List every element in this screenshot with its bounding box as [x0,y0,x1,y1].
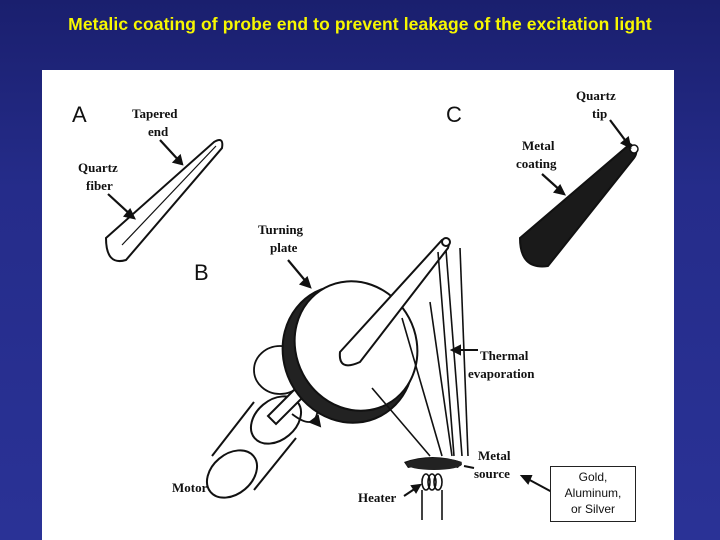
arrow-thermal-evaporation [449,344,478,356]
arrow-turning-plate [287,259,312,289]
metal-source [404,457,462,470]
note-line-silver: or Silver [570,502,615,516]
label-quartz-tip-2: tip [592,106,607,121]
panel-a-letter: A [72,102,87,127]
panel-c-letter: C [446,102,462,127]
arrows-heater-source [403,465,553,497]
label-thermal-evaporation-1: Thermal [480,348,529,363]
arrows-panel-c [541,119,632,196]
label-tapered-end-1: Tapered [132,106,178,121]
fiber-on-plate [338,237,451,367]
label-thermal-evaporation-2: evaporation [468,366,535,381]
heater-coil [421,473,443,520]
panel-b-letter: B [194,260,209,285]
label-turning-plate-2: plate [270,240,298,255]
label-heater: Heater [358,490,396,505]
label-metal-source-1: Metal [478,448,511,463]
label-metal-coating-1: Metal [522,138,555,153]
label-quartz-fiber-2: fiber [86,178,113,193]
label-turning-plate-1: Turning [258,222,304,237]
label-motor: Motor [172,480,208,495]
diagram-panel: A Tapered end Quartz fiber C Quartz tip … [42,70,674,540]
label-metal-source-2: source [474,466,510,481]
label-quartz-fiber-1: Quartz [78,160,118,175]
slide-title: Metalic coating of probe end to prevent … [68,14,652,34]
arrows-panel-a [107,139,184,220]
coated-tip-c [518,142,639,268]
label-metal-coating-2: coating [516,156,557,171]
evaporation-lines [371,247,469,457]
metal-options-note: Gold, Aluminum, or Silver [550,466,636,522]
label-quartz-tip-1: Quartz [576,88,616,103]
note-line-gold: Gold, [578,470,608,484]
label-tapered-end-2: end [148,124,169,139]
fiber-coating-diagram: A Tapered end Quartz fiber C Quartz tip … [72,88,639,520]
note-line-aluminum: Aluminum, [564,486,622,500]
tapered-fiber-a [104,139,224,262]
